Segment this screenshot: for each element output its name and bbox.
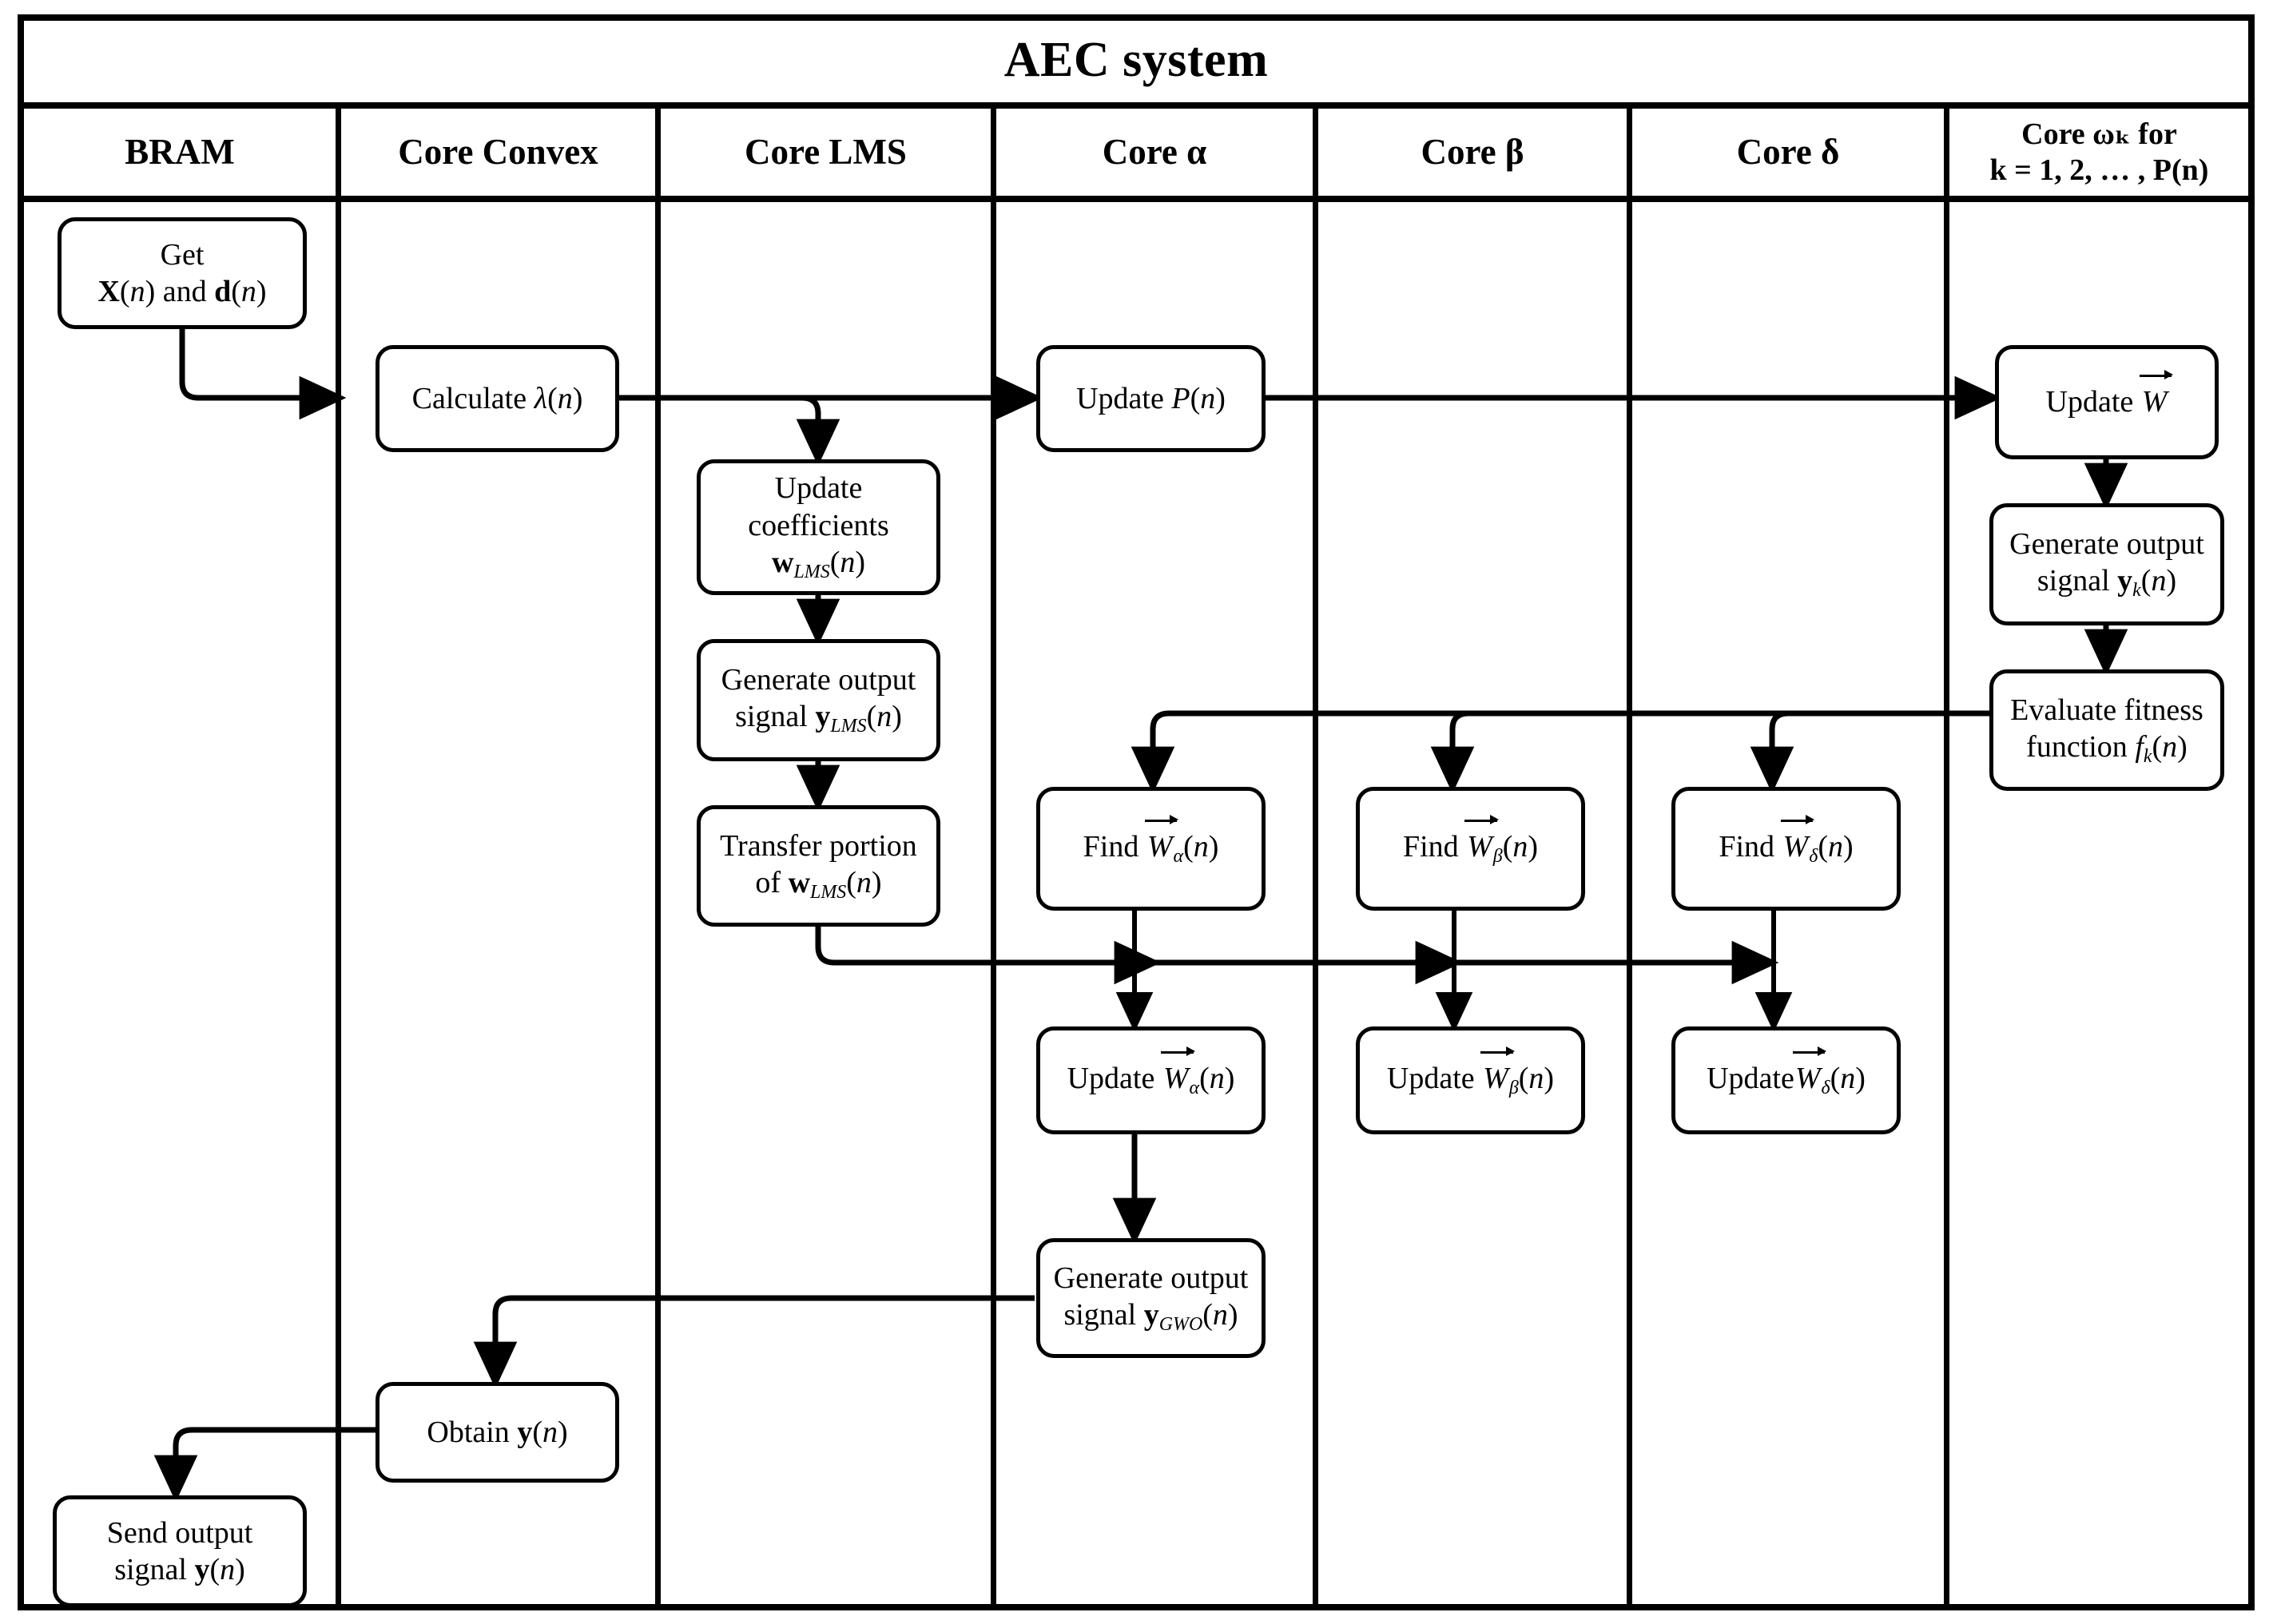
diagram-title-text: AEC system	[1003, 32, 1269, 87]
column-divider-1	[336, 102, 341, 1610]
node-update-w[interactable]: Update W	[1995, 345, 2219, 459]
edge-obtainy-to-sendoutput	[153, 1427, 377, 1503]
edge-transfer-trunk	[815, 927, 1779, 985]
column-header-lms-label: Core LMS	[745, 131, 907, 172]
node-update-w-alpha[interactable]: Update Wα(n)	[1036, 1026, 1266, 1134]
edge-calclambda-to-updatecoeff	[796, 395, 840, 467]
node-send-output-line1: Send output	[106, 1515, 253, 1550]
column-header-bram: BRAM	[24, 109, 336, 196]
column-header-delta-label: Core δ	[1736, 131, 1840, 172]
node-update-w-beta-label: Update Wβ(n)	[1386, 1050, 1555, 1099]
node-eval-fitness-line2: function fk(n)	[2026, 729, 2188, 768]
node-eval-fitness-line1: Evaluate fitness	[2010, 693, 2203, 727]
column-header-beta-label: Core β	[1421, 131, 1524, 172]
node-find-w-alpha[interactable]: Find Wα(n)	[1036, 787, 1266, 911]
node-gen-y-lms[interactable]: Generate output signal yLMS(n)	[697, 639, 940, 761]
node-update-w-alpha-label: Update Wα(n)	[1067, 1050, 1235, 1099]
edge-evalfitness-to-finddelta	[1750, 710, 1794, 794]
node-update-w-beta[interactable]: Update Wβ(n)	[1356, 1026, 1585, 1134]
edge-genygwo-to-obtainy	[473, 1295, 1035, 1389]
column-divider-5	[1627, 102, 1632, 1610]
node-calc-lambda-label: Calculate λ(n)	[411, 381, 583, 415]
node-obtain-y[interactable]: Obtain y(n)	[376, 1382, 619, 1483]
node-get-xd[interactable]: Get X(n) and d(n)	[58, 217, 307, 329]
node-update-coeff[interactable]: Update coefficients wLMS(n)	[697, 459, 940, 595]
node-send-output-line2: signal y(n)	[114, 1553, 245, 1586]
node-transfer-portion[interactable]: Transfer portion of wLMS(n)	[697, 805, 940, 927]
node-update-p-label: Update P(n)	[1076, 381, 1226, 415]
node-find-w-delta-label: Find Wδ(n)	[1719, 819, 1854, 868]
node-update-w-label: Update W	[2046, 374, 2172, 420]
column-divider-2	[655, 102, 661, 1610]
node-find-w-alpha-label: Find Wα(n)	[1083, 819, 1219, 868]
column-divider-3	[991, 102, 996, 1610]
column-header-alpha: Core α	[996, 109, 1313, 196]
node-gen-y-lms-line1: Generate output	[721, 663, 916, 697]
node-update-p[interactable]: Update P(n)	[1036, 345, 1266, 452]
column-header-omega-line2: k = 1, 2, … , P(n)	[1989, 153, 2209, 187]
node-gen-y-gwo[interactable]: Generate output signal yGWO(n)	[1036, 1238, 1266, 1358]
column-header-delta: Core δ	[1632, 109, 1944, 196]
column-header-omega: Core ωₖ for k = 1, 2, … , P(n)	[1949, 109, 2249, 196]
column-divider-6	[1944, 102, 1949, 1610]
header-separator	[18, 196, 2255, 202]
node-transfer-portion-line2: of wLMS(n)	[755, 865, 882, 903]
node-calc-lambda[interactable]: Calculate λ(n)	[376, 345, 619, 452]
edge-getxd-to-calclambda	[179, 329, 347, 420]
column-header-alpha-label: Core α	[1102, 131, 1207, 172]
node-find-w-beta[interactable]: Find Wβ(n)	[1356, 787, 1585, 911]
column-header-lms: Core LMS	[661, 109, 991, 196]
node-update-w-delta[interactable]: UpdateWδ(n)	[1671, 1026, 1901, 1134]
node-send-output[interactable]: Send output signal y(n)	[53, 1495, 307, 1607]
edge-evalfitness-trunk	[1131, 710, 1995, 794]
node-get-xd-line2: X(n) and d(n)	[97, 275, 267, 308]
node-transfer-portion-line1: Transfer portion	[720, 828, 917, 863]
diagram-title: AEC system	[18, 18, 2255, 102]
node-find-w-beta-label: Find Wβ(n)	[1402, 819, 1539, 868]
column-divider-4	[1313, 102, 1318, 1610]
node-obtain-y-label: Obtain y(n)	[427, 1415, 568, 1449]
title-separator	[18, 102, 2255, 109]
column-header-omega-line1: Core ωₖ for	[2021, 117, 2177, 151]
node-gen-y-k-line1: Generate output	[2009, 527, 2204, 562]
node-gen-y-lms-line2: signal yLMS(n)	[735, 700, 902, 737]
outer-frame	[18, 14, 2255, 1610]
node-update-coeff-line3: wLMS(n)	[772, 546, 865, 583]
node-find-w-delta[interactable]: Find Wδ(n)	[1671, 787, 1901, 911]
column-header-beta: Core β	[1318, 109, 1627, 196]
column-header-convex-label: Core Convex	[398, 131, 598, 172]
node-eval-fitness[interactable]: Evaluate fitness function fk(n)	[1989, 669, 2224, 791]
node-get-xd-line1: Get	[160, 237, 205, 272]
node-update-coeff-line1: Update	[774, 471, 863, 506]
column-header-bram-label: BRAM	[125, 131, 235, 172]
node-gen-y-k-line2: signal yk(n)	[2037, 564, 2177, 602]
node-update-w-delta-label: UpdateWδ(n)	[1707, 1050, 1866, 1099]
node-gen-y-k[interactable]: Generate output signal yk(n)	[1989, 503, 2224, 625]
edge-evalfitness-to-findbeta	[1430, 710, 1475, 794]
node-gen-y-gwo-line1: Generate output	[1053, 1261, 1249, 1295]
node-update-coeff-line2: coefficients	[748, 508, 889, 542]
node-gen-y-gwo-line2: signal yGWO(n)	[1063, 1297, 1238, 1336]
column-header-convex: Core Convex	[341, 109, 655, 196]
